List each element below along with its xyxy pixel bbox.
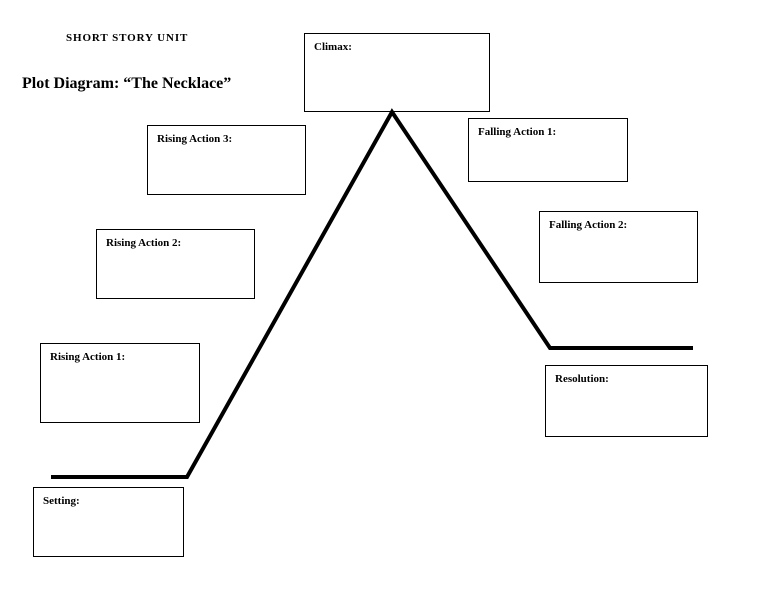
stage-label-resolution: Resolution: (555, 373, 609, 385)
stage-label-climax: Climax: (314, 41, 352, 53)
stage-box-falling-action-1[interactable]: Falling Action 1: (468, 118, 628, 182)
stage-label-falling-action-2: Falling Action 2: (549, 219, 628, 231)
stage-label-rising-action-2: Rising Action 2: (106, 237, 182, 249)
stage-box-rising-action-1[interactable]: Rising Action 1: (40, 343, 200, 423)
stage-box-resolution[interactable]: Resolution: (545, 365, 708, 437)
stage-label-rising-action-1: Rising Action 1: (50, 351, 126, 363)
stage-label-setting: Setting: (43, 495, 80, 507)
stage-box-setting[interactable]: Setting: (33, 487, 184, 557)
page-title: Plot Diagram: “The Necklace” (22, 75, 232, 92)
stage-box-rising-action-2[interactable]: Rising Action 2: (96, 229, 255, 299)
unit-heading: SHORT STORY UNIT (66, 32, 189, 44)
stage-label-falling-action-1: Falling Action 1: (478, 126, 557, 138)
stage-box-climax[interactable]: Climax: (304, 33, 490, 112)
stage-box-falling-action-2[interactable]: Falling Action 2: (539, 211, 698, 283)
stage-label-rising-action-3: Rising Action 3: (157, 133, 233, 145)
stage-box-rising-action-3[interactable]: Rising Action 3: (147, 125, 306, 195)
